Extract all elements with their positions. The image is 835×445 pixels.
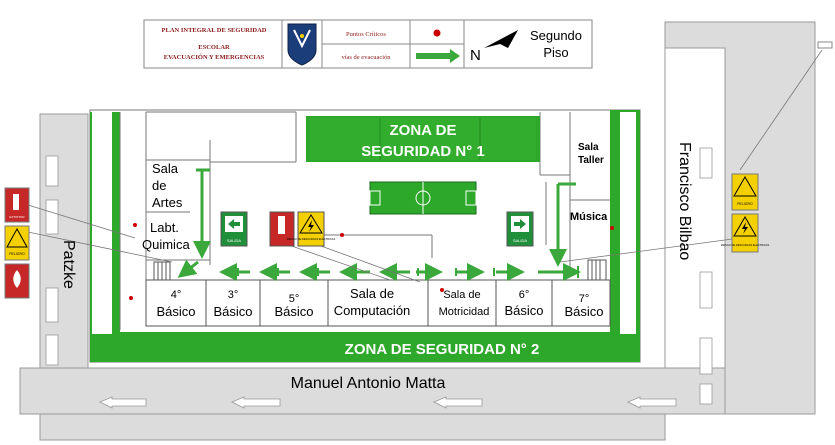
svg-text:EXTINTOR: EXTINTOR [9,215,25,219]
svg-text:PELIGRO: PELIGRO [737,202,753,206]
sign-electric-right: RIESGO DE DESCARGAS ELECTRICAS [721,213,770,253]
sign-electric-center: RIESGO DE DESCARGAS ELECTRICAS [287,211,336,247]
room-b4-2: Básico [156,304,195,319]
svg-text:SALIDA: SALIDA [227,238,242,243]
north-arrow-icon [484,30,518,48]
sign-fire-left [4,263,30,299]
small-marker [817,41,833,49]
floor-label-2: Piso [543,45,568,60]
north-label: N [470,47,481,64]
room-b6-1: 6° [519,289,530,301]
legend-points-label: Puntos Críticos [346,31,386,38]
room-b7-1: 7° [579,293,590,305]
street-bottom-label: Manuel Antonio Matta [291,375,446,392]
header-title-3: EVACUACIÓN Y EMERGENCIAS [164,53,265,61]
room-b7-2: Básico [564,304,603,319]
room-musica: Música [570,211,608,223]
leader-lines [27,49,823,283]
classrooms [145,279,611,327]
room-quimica-2: Quimica [142,237,190,252]
room-artes-1: Sala [152,161,179,176]
floor-label-1: Segundo [530,28,582,43]
room-taller-1: Sala [578,142,599,153]
sign-danger-left: PELIGRO [4,225,30,261]
exit-sign-right: SALIDA [506,211,534,247]
stairs-right [587,259,607,281]
header-title-2: ESCOLAR [198,44,230,51]
room-b3-1: 3° [228,289,239,301]
street-right-label: Francisco Bilbao [676,142,693,260]
right-street-markings [699,147,713,405]
zone1: ZONA DE SEGURIDAD N° 1 [306,116,540,162]
room-computacion-1: Sala de [350,286,394,301]
room-artes-3: Artes [152,195,183,210]
room-b3-2: Básico [213,304,252,319]
sign-danger-right: PELIGRO [731,173,759,211]
critical-points [129,223,614,300]
school-crest-icon [287,23,317,66]
street-left-label: Patzke [60,240,77,289]
sign-extinguisher-center [269,211,295,247]
bottom-street-arrows [99,396,677,409]
room-motricidad-2: Motricidad [439,306,490,318]
zone2-label: ZONA DE SEGURIDAD N° 2 [345,341,540,358]
room-quimica-1: Labt. [150,220,179,235]
room-artes-2: de [152,178,166,193]
exit-sign-left: SALIDA [220,211,248,247]
room-b6-2: Básico [504,303,543,318]
room-b5-2: Básico [274,304,313,319]
room-b5-1: 5° [289,293,300,305]
critical-point-icon [433,29,441,37]
soccer-field [369,181,477,215]
stairs-left [153,261,171,281]
room-taller-2: Taller [578,155,604,166]
route-arrow-icon [416,49,460,63]
sign-extinguisher-left: EXTINTOR [4,187,30,223]
zone1-label-1: ZONA DE [390,122,457,139]
header-title-1: PLAN INTEGRAL DE SEGURIDAD [162,27,267,34]
room-computacion-2: Computación [334,303,411,318]
room-b4-1: 4° [171,289,182,301]
svg-text:RIESGO DE DESCARGAS ELECTRICAS: RIESGO DE DESCARGAS ELECTRICAS [721,243,770,247]
svg-text:RIESGO DE DESCARGAS ELECTRICAS: RIESGO DE DESCARGAS ELECTRICAS [287,237,336,241]
legend-routes-label: vías de evacuación [341,54,391,61]
zone1-label-2: SEGURIDAD N° 1 [361,143,485,160]
evacuation-route-markers [237,266,579,278]
svg-text:SALIDA: SALIDA [513,238,528,243]
room-motricidad-1: Sala de [443,289,480,301]
svg-text:PELIGRO: PELIGRO [9,252,25,256]
zone2-band [90,332,640,362]
left-street-markings [45,155,59,366]
legend-box: PLAN INTEGRAL DE SEGURIDAD ESCOLAR EVACU… [143,19,593,69]
room-labels: Sala de Artes Labt. Quimica Sala Taller … [142,142,608,319]
evacuation-routes [177,168,581,281]
